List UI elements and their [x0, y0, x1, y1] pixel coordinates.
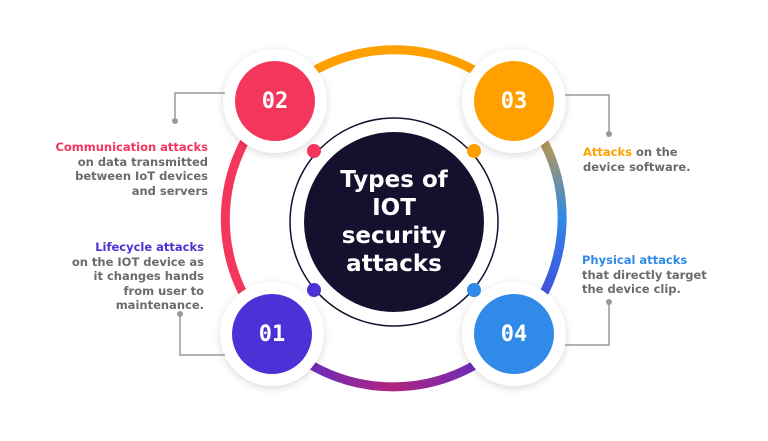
item-physical: Physical attacks that directly target th…: [582, 253, 712, 297]
center-title-text: Types of IOT security attacks: [340, 167, 448, 277]
center-circle: [304, 132, 484, 312]
dot-purple: [307, 283, 321, 297]
dot-orange: [467, 144, 481, 158]
item-software: Attacks on the device software.: [583, 145, 713, 174]
item-communication: Communication attacks on data transmitte…: [50, 140, 208, 198]
item-body: on data transmitted between IoT devices …: [75, 154, 208, 198]
item-body: that directly target the device clip.: [582, 267, 707, 297]
center-title: Types of IOT security attacks: [304, 132, 484, 312]
dot-blue: [467, 283, 481, 297]
item-heading: Physical attacks: [582, 253, 688, 267]
badge-01: 01: [232, 294, 312, 374]
item-heading: Lifecycle attacks: [95, 240, 204, 254]
badge-02: 02: [235, 61, 315, 141]
item-body: on the device software.: [583, 145, 691, 174]
item-lifecycle: Lifecycle attacks on the IOT device as i…: [70, 240, 204, 313]
item-heading: Communication attacks: [55, 140, 208, 154]
connector-dots: [172, 118, 612, 317]
badge-04: 04: [474, 294, 554, 374]
item-heading: Attacks: [583, 145, 632, 159]
item-body: on the IOT device as it changes hands fr…: [71, 254, 204, 313]
connector-lines: [174, 92, 610, 356]
badge-03: 03: [474, 61, 554, 141]
dot-red: [307, 144, 321, 158]
